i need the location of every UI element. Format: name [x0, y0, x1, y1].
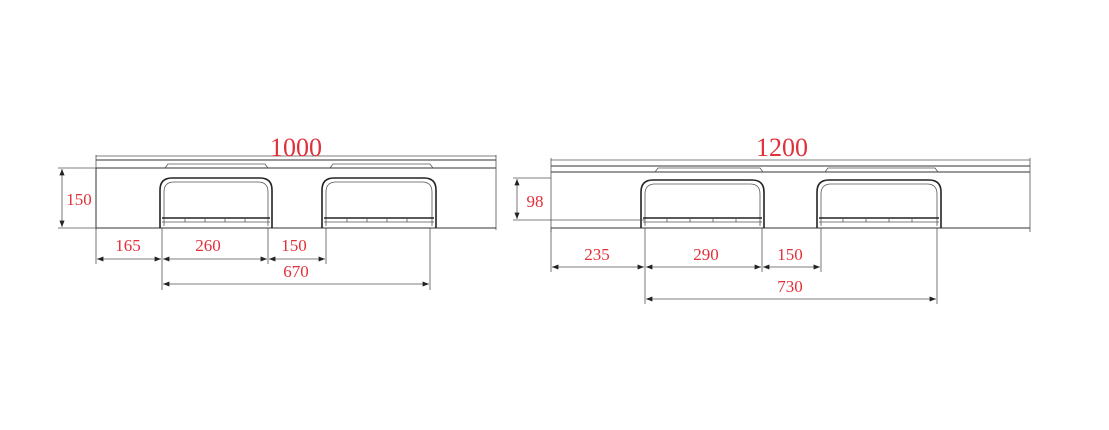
- right-width-label: 1200: [756, 133, 808, 162]
- right-seg2-label: 290: [693, 245, 719, 264]
- right-seg3-label: 150: [777, 245, 803, 264]
- right-span-label: 730: [777, 277, 803, 296]
- left-width-label: 1000: [270, 133, 322, 162]
- right-pallet-view: 1200 98 235 290 150 730: [513, 133, 1031, 304]
- left-height-label: 150: [66, 190, 92, 209]
- right-height-label: 98: [527, 192, 544, 211]
- left-seg2-label: 260: [195, 236, 221, 255]
- left-seg1-label: 165: [115, 236, 141, 255]
- left-pallet-view: 1000 150 165 260 150 670: [58, 133, 497, 290]
- right-seg1-label: 235: [584, 245, 610, 264]
- left-span-label: 670: [283, 262, 309, 281]
- left-seg3-label: 150: [281, 236, 307, 255]
